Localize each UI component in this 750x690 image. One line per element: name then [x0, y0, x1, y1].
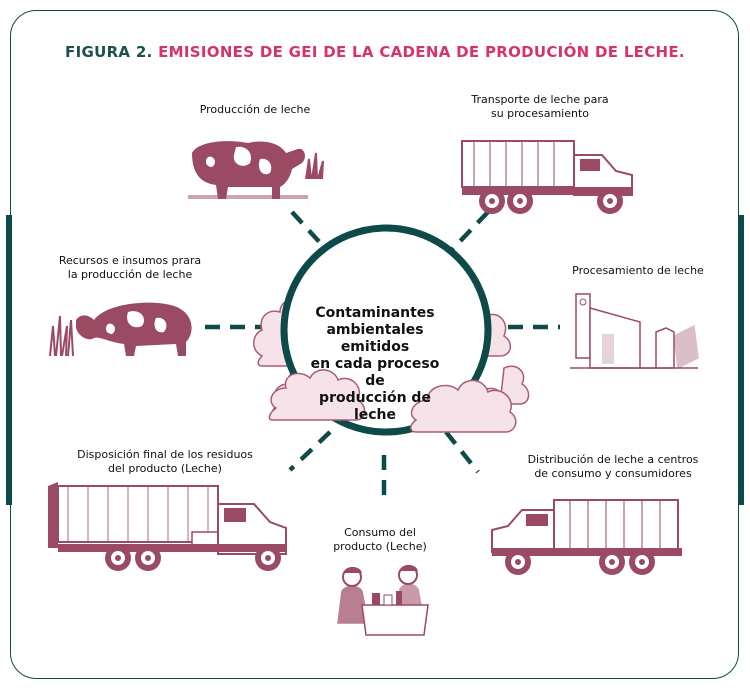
cow-icon: [188, 141, 324, 199]
right-accent-bar: [738, 215, 744, 505]
label-produccion: Producción de leche: [199, 103, 311, 116]
figure-title-text: EMISIONES DE GEI DE LA CADENA DE PRODUCI…: [158, 43, 685, 61]
label-disposicion: Disposición final de los residuos del pr…: [77, 448, 253, 475]
label-procesamiento: Procesamiento de leche: [572, 264, 704, 277]
label-transporte: Transporte de leche para su procesamient…: [471, 93, 609, 120]
truck-icon: [491, 499, 682, 575]
left-accent-bar: [6, 215, 12, 505]
figure-number: FIGURA 2.: [65, 43, 153, 61]
label-distribucion: Distribución de leche a centros de consu…: [527, 453, 699, 480]
connector-disposicion: [288, 430, 332, 472]
label-consumo: Consumo del producto (Leche): [333, 526, 427, 553]
figure-title: FIGURA 2. EMISIONES DE GEI DE LA CADENA …: [0, 43, 750, 61]
label-recursos: Recursos e insumos prara la producción d…: [58, 254, 202, 281]
truck-icon: [461, 140, 633, 214]
cloud-far-right: [499, 365, 530, 405]
cow-icon: [49, 302, 192, 357]
connector-distribucion: [444, 430, 480, 474]
factory-icon: [570, 293, 699, 370]
people-icon: [337, 565, 429, 636]
cloud-front: [268, 369, 517, 433]
center-caption: Contaminantes ambientales emitidos en ca…: [310, 305, 440, 423]
garbage-truck-icon: [48, 482, 287, 571]
